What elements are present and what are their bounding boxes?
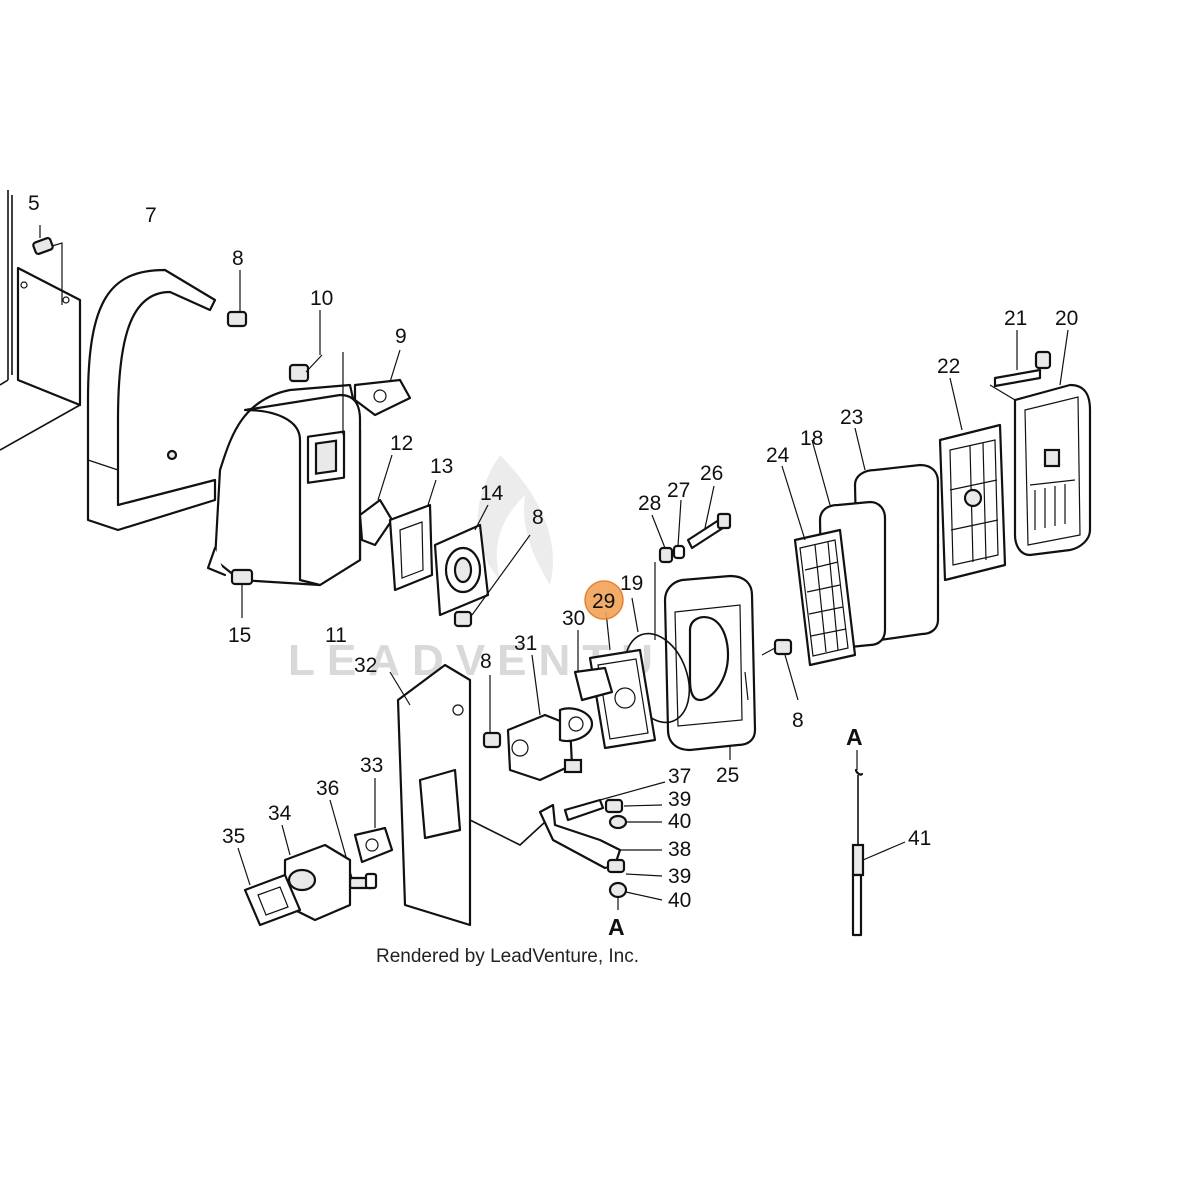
part-rod-41 [851, 750, 906, 937]
callout-labels: 5 7 8 10 9 12 13 14 8 15 11 21 20 22 23 … [28, 192, 1078, 940]
part-shroud-7 [86, 268, 217, 532]
callout-8: 8 [232, 247, 244, 270]
callout-8: 8 [792, 709, 804, 732]
callout-39: 39 [668, 865, 691, 888]
watermark: LEADVENTURE [288, 455, 750, 685]
callout-29: 29 [592, 590, 615, 613]
part-fasteners-26-28 [651, 485, 732, 564]
part-cover-20 [1013, 329, 1092, 557]
callout-10: 10 [310, 287, 333, 310]
callout-37: 37 [668, 765, 691, 788]
highlight-marker-29 [584, 580, 624, 620]
part-gasket-13 [388, 479, 437, 592]
callout-13: 13 [430, 455, 453, 478]
callout-28: 28 [638, 492, 661, 515]
callout-30: 30 [562, 607, 585, 630]
callout-15: 15 [228, 624, 251, 647]
callout-34: 34 [268, 802, 292, 825]
callout-8: 8 [480, 650, 492, 673]
callout-5: 5 [28, 192, 40, 215]
part-grid-22 [938, 377, 1007, 582]
callout-11: 11 [325, 624, 347, 647]
callout-19: 19 [620, 572, 643, 595]
part-gasket-35 [237, 847, 302, 927]
part-muffler-11 [206, 352, 362, 587]
callout-A-bottom: A [608, 914, 625, 940]
part-plate-left [0, 266, 82, 451]
frame-edge [0, 190, 13, 386]
render-credit: Rendered by LeadVenture, Inc. [376, 946, 639, 967]
callout-9: 9 [395, 325, 407, 348]
callout-24: 24 [766, 444, 790, 467]
part-plate-12 [358, 454, 394, 547]
part-gasket-9 [353, 349, 412, 417]
callout-26: 26 [700, 462, 723, 485]
part-bolt-5 [32, 225, 63, 305]
callout-22: 22 [937, 355, 960, 378]
part-bolt-8-right [761, 638, 799, 701]
callout-33: 33 [360, 754, 383, 777]
callout-20: 20 [1055, 307, 1078, 330]
part-airbox-25 [654, 562, 757, 760]
part-plate-32 [389, 663, 546, 927]
callout-41: 41 [908, 827, 931, 850]
callout-40: 40 [668, 810, 691, 833]
callout-18: 18 [800, 427, 823, 450]
callout-32: 32 [354, 654, 377, 677]
watermark-text: LEADVENTURE [288, 636, 750, 685]
callout-35: 35 [222, 825, 245, 848]
part-bolt-8-mid [453, 534, 531, 628]
watermark-flame-icon [477, 455, 553, 585]
part-gasket-33 [353, 778, 394, 864]
part-flange-14 [433, 504, 490, 617]
callout-14: 14 [480, 482, 504, 505]
callout-23: 23 [840, 406, 863, 429]
callout-21: 21 [1004, 307, 1027, 330]
part-carburetor-31 [506, 654, 594, 782]
callout-31: 31 [514, 632, 537, 655]
part-bolt-8-lower [482, 675, 502, 749]
callout-A-top: A [846, 724, 863, 750]
callout-12: 12 [390, 432, 413, 455]
callout-39: 39 [668, 788, 691, 811]
part-bolt-8-top [226, 270, 248, 328]
callout-7: 7 [145, 204, 157, 227]
callout-40: 40 [668, 889, 691, 912]
part-gasket-30 [573, 630, 614, 702]
part-bolt-10 [288, 310, 323, 383]
part-element-24 [781, 465, 857, 667]
part-bolt-15 [230, 568, 254, 618]
part-bracket-38 [538, 781, 666, 910]
callout-25: 25 [716, 764, 739, 787]
callout-36: 36 [316, 777, 339, 800]
callout-27: 27 [667, 479, 690, 502]
callout-38: 38 [668, 838, 691, 861]
callout-8: 8 [532, 506, 544, 529]
